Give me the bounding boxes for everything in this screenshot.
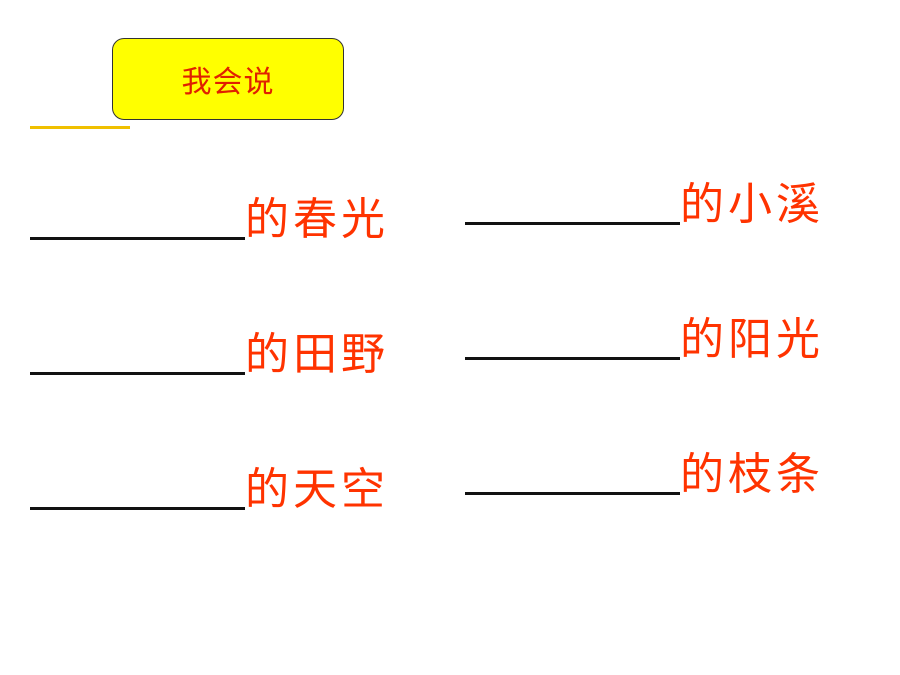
phrase-text: 的天空	[245, 464, 389, 515]
fill-in-blank	[465, 222, 680, 225]
phrase-text: 的阳光	[680, 314, 824, 365]
phrase-text: 的小溪	[680, 179, 824, 230]
phrase-text: 的枝条	[680, 449, 824, 500]
accent-underline	[30, 126, 130, 129]
fill-in-blank	[465, 357, 680, 360]
fill-in-blank	[30, 507, 245, 510]
exercise-item-right-1: 的小溪	[465, 181, 824, 229]
fill-in-blank	[30, 237, 245, 240]
title-box: 我会说	[112, 38, 344, 120]
phrase-text: 的春光	[245, 194, 389, 245]
exercise-item-right-2: 的阳光	[465, 316, 824, 364]
fill-in-blank	[30, 372, 245, 375]
exercise-item-left-1: 的春光	[30, 196, 389, 244]
exercise-item-right-3: 的枝条	[465, 451, 824, 499]
exercise-item-left-3: 的天空	[30, 466, 389, 514]
fill-in-blank	[465, 492, 680, 495]
title-label: 我会说	[181, 65, 275, 100]
phrase-text: 的田野	[245, 329, 389, 380]
exercise-item-left-2: 的田野	[30, 331, 389, 379]
